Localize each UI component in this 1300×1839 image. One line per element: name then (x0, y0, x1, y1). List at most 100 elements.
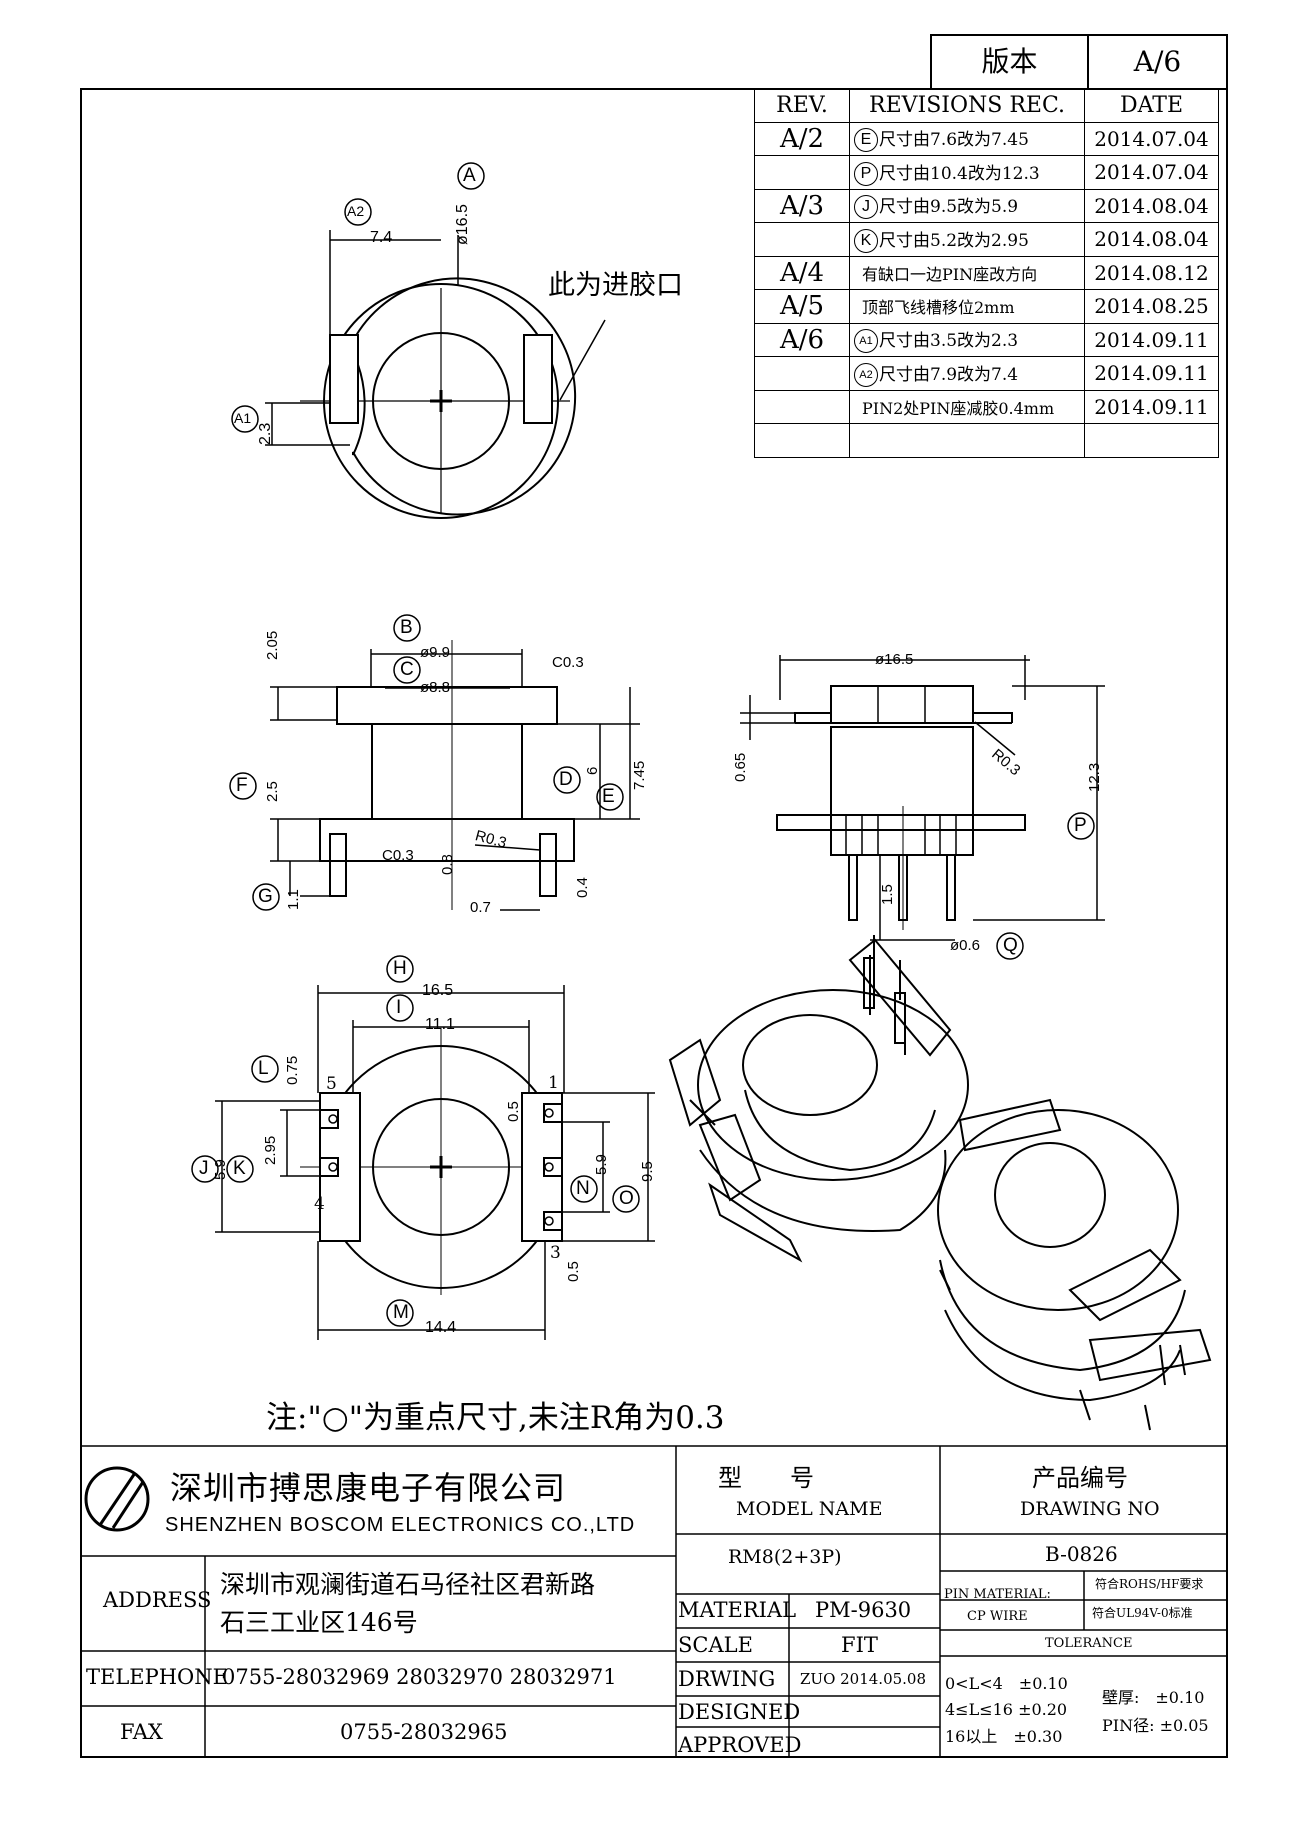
revision-text: 尺寸由5.2改为2.95 (879, 230, 1029, 251)
pin-diameter-tolerance: PIN径: ±0.05 (1102, 1716, 1209, 1735)
revision-date (1084, 423, 1219, 458)
bottom-view (191, 955, 655, 1340)
title-block-lines (80, 1445, 1228, 1758)
label-a1: A1 (234, 410, 252, 426)
drawing-no-label-en: DRAWING NO (1020, 1498, 1160, 1520)
dim-0-75: 0.75 (284, 1055, 301, 1085)
label-b: B (400, 617, 413, 638)
label-a: A (463, 165, 476, 186)
pin-3-label: 3 (550, 1243, 561, 1263)
tolerance-label: TOLERANCE (1045, 1636, 1133, 1651)
revision-mark: E (854, 128, 878, 153)
revision-date: 2014.08.04 (1084, 222, 1219, 257)
scale-label: SCALE (678, 1633, 753, 1657)
revision-number: A/3 (754, 188, 850, 223)
revision-description (849, 423, 1085, 458)
side-view (740, 655, 1105, 960)
revision-text: 有缺口一边PIN座改方向 (862, 264, 1038, 284)
label-a2: A2 (347, 203, 365, 219)
tolerance-row-1: 0<L<4 ±0.10 (945, 1674, 1068, 1693)
revision-number: A/5 (754, 289, 850, 324)
revision-text: 尺寸由3.5改为2.3 (879, 331, 1019, 352)
dim-14-4: 14.4 (425, 1319, 457, 1336)
revision-mark: P (854, 161, 878, 186)
dim-2-95: 2.95 (262, 1135, 279, 1165)
dim-5-9-right: 5.9 (593, 1154, 610, 1175)
revision-date: 2014.08.04 (1084, 188, 1219, 223)
label-m: M (393, 1302, 409, 1323)
pin-4-label: 4 (314, 1194, 325, 1214)
model-label-cn: 型 号 (718, 1464, 814, 1492)
drawing-frame (80, 88, 1228, 1758)
label-h: H (393, 958, 407, 979)
fax-value: 0755-28032965 (340, 1720, 508, 1744)
pin-1-label: 1 (548, 1073, 559, 1093)
label-i: I (396, 997, 402, 1018)
company-name-cn: 深圳市搏思康电子有限公司 (170, 1469, 567, 1507)
revision-text: 顶部飞线槽移位2mm (862, 298, 1015, 318)
address-line-2: 石三工业区146号 (220, 1608, 418, 1637)
revision-description: 顶部飞线槽移位2mm (849, 289, 1085, 324)
revision-row (754, 423, 1219, 458)
material-label: MATERIAL (678, 1598, 797, 1622)
scale-value: FIT (841, 1633, 878, 1657)
revision-mark: K (854, 228, 878, 253)
revision-number (754, 423, 850, 458)
rev-header: REV. (754, 88, 850, 123)
label-n: N (576, 1178, 590, 1199)
telephone-label: TELEPHONE (86, 1665, 228, 1689)
dim-0-4: 0.4 (574, 877, 591, 898)
revision-date: 2014.08.25 (1084, 289, 1219, 324)
label-e: E (602, 786, 615, 807)
dim-0-65: 0.65 (732, 752, 749, 782)
label-d: D (559, 769, 573, 790)
dim-16-5: ø16.5 (454, 204, 471, 245)
label-j: J (199, 1158, 209, 1179)
dim-0-5-bottom: 0.5 (565, 1261, 582, 1282)
revisions-rec-header: REVISIONS REC. (849, 88, 1085, 123)
dim-c03-bottom: C0.3 (382, 847, 414, 864)
wall-tolerance: 壁厚: ±0.10 (1102, 1688, 1205, 1707)
revision-number: A/6 (754, 322, 850, 357)
dim-2-05: 2.05 (264, 630, 281, 660)
pin-material-value: CP WIRE (967, 1609, 1028, 1624)
pin-5-label: 5 (326, 1074, 337, 1094)
date-header: DATE (1084, 88, 1219, 123)
designed-label: DESIGNED (678, 1700, 801, 1724)
revision-date: 2014.07.04 (1084, 155, 1219, 190)
revision-text: 尺寸由10.4改为12.3 (879, 163, 1040, 184)
label-l: L (258, 1058, 269, 1079)
address-label: ADDRESS (103, 1588, 212, 1612)
drawing-no-label-cn: 产品编号 (1032, 1464, 1128, 1492)
dim-2-3: 2.3 (257, 422, 274, 445)
company-name-en: SHENZHEN BOSCOM ELECTRONICS CO.,LTD (165, 1514, 636, 1536)
dim-5-9: 5.9 (212, 1159, 229, 1180)
revision-date: 2014.09.11 (1084, 389, 1219, 424)
material-value: PM-9630 (815, 1598, 912, 1622)
label-k: K (233, 1158, 246, 1179)
revision-header-row: REV. REVISIONS REC. DATE (754, 88, 1219, 123)
fax-label: FAX (120, 1720, 163, 1744)
label-q: Q (1003, 935, 1018, 956)
dim-d9-9: ø9.9 (420, 644, 451, 661)
drawing-no-value: B-0826 (1045, 1542, 1118, 1566)
version-value: A/6 (1133, 45, 1182, 78)
revision-date: 2014.09.11 (1084, 356, 1219, 391)
pin-material-label: PIN MATERIAL: (944, 1587, 1051, 1602)
revision-date: 2014.09.11 (1084, 322, 1219, 357)
compliance-rohs: 符合ROHS/HF要求 (1095, 1577, 1204, 1591)
gate-note: 此为进胶口 (548, 270, 683, 301)
dim-0-7: 0.7 (470, 899, 491, 916)
dim-11-1: 11.1 (425, 1016, 455, 1033)
dim-2-5: 2.5 (264, 781, 281, 802)
dim-d16-5-side: ø16.5 (875, 651, 914, 668)
dim-d0-6: ø0.6 (950, 937, 981, 954)
dim-9-5: 9.5 (639, 1161, 656, 1182)
